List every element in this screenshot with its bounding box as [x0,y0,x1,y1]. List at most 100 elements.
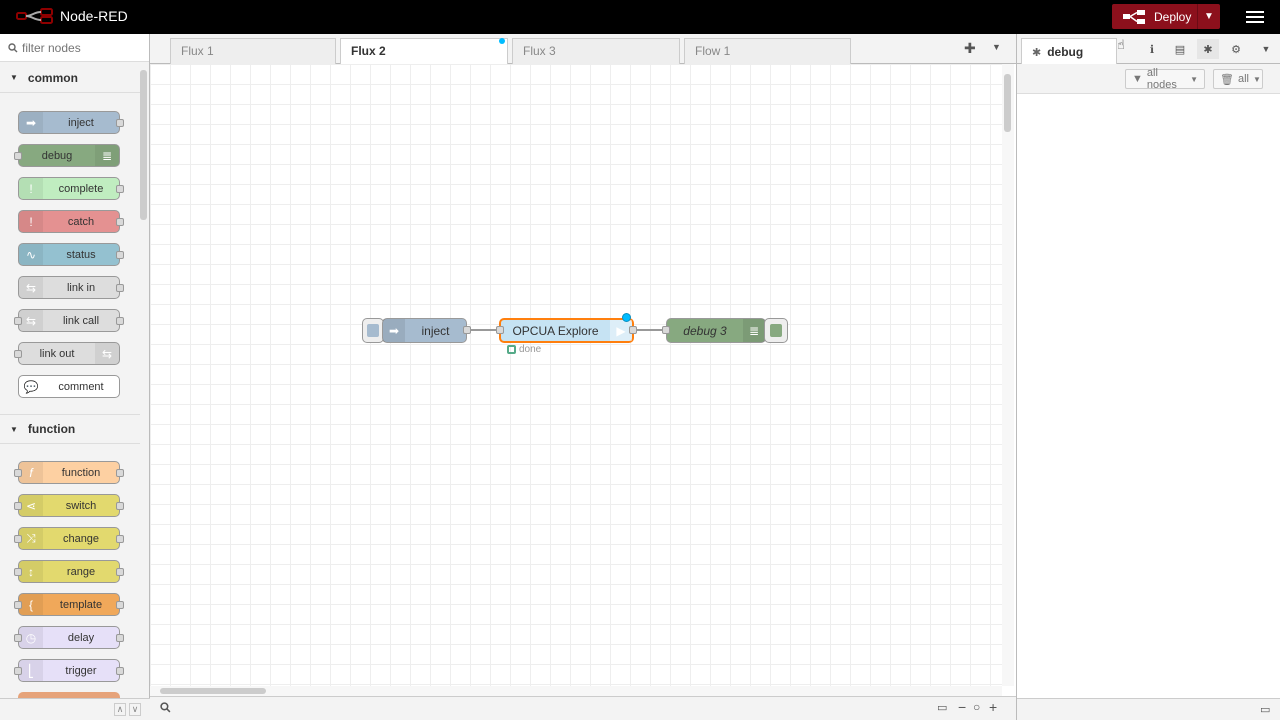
palette-node-catch[interactable]: ! catch [18,210,124,233]
link-icon: ⇆ [19,277,43,298]
filter-icon: ▼ [1132,73,1143,85]
link-icon: ⇆ [95,343,119,364]
palette-node-range[interactable]: ↕ range [14,560,124,583]
trash-icon: 🗑 [1220,73,1234,86]
zoom-out-icon[interactable]: − [958,699,967,715]
link-icon: ⇆ [19,310,43,331]
app-title: Node-RED [60,8,128,24]
trigger-icon: ⎣ [19,660,43,681]
book-icon[interactable]: ▤ [1174,43,1186,56]
palette: ▼ common ➡ inject debug ≣ ! complete ! c… [0,34,150,720]
chevron-down-icon: ▼ [10,73,18,82]
bug-icon: ✱ [1032,46,1042,59]
flow-node-opcua-explore[interactable]: OPCUA Explore ▶ [496,313,637,343]
palette-node-debug[interactable]: debug ≣ [14,144,120,167]
deploy-button[interactable]: Deploy ▼ [1112,4,1220,29]
clear-debug-button[interactable]: 🗑 all ▼ [1213,69,1263,89]
deploy-dropdown-icon[interactable]: ▼ [1204,11,1214,22]
palette-category-common[interactable]: ▼ common [0,63,140,93]
collapse-all-icon[interactable]: ∧ [114,703,126,716]
chevron-down-icon[interactable]: ▼ [1261,44,1271,54]
main-menu-icon[interactable] [1246,8,1264,26]
palette-node-link-call[interactable]: ⇆ link call [14,309,124,332]
exclamation-icon: ! [19,211,43,232]
palette-node-status[interactable]: ∿ status [18,243,124,266]
caret-down-icon: ▼ [1190,74,1198,84]
list-icon: ≣ [95,145,119,166]
caret-down-icon: ▼ [1252,74,1261,84]
chevron-down-icon[interactable]: ▼ [992,42,1001,52]
zoom-reset-icon[interactable]: ○ [973,700,981,714]
logo: Node-RED [16,8,128,24]
palette-node-link-in[interactable]: ⇆ link in [18,276,124,299]
palette-search-input[interactable] [22,40,142,55]
brace-icon: { [19,594,43,615]
tab-flow-1[interactable]: Flow 1 [684,38,851,64]
status-ring-icon [507,345,516,354]
sidebar: ✱ debug ☝ ℹ ▤ ✱ ⚙ ▼ ▼ all nodes ▼ 🗑 all … [1016,34,1280,720]
monitor-icon[interactable]: ▭ [1260,704,1271,716]
node-red-logo-icon [16,8,53,24]
workspace-tabs: Flux 1 Flux 2 Flux 3 Flow 1 ✚ ▼ [150,34,1016,65]
palette-node-change[interactable]: ⤨ change [14,527,124,550]
flow-node-inject[interactable]: ➡ inject [382,318,471,343]
palette-category-function[interactable]: ▼ function [0,414,140,444]
debug-messages [1017,94,1280,698]
bug-icon[interactable]: ✱ [1197,39,1219,59]
zoom-in-icon[interactable]: + [989,699,998,715]
palette-node-trigger[interactable]: ⎣ trigger [14,659,124,682]
palette-node-inject[interactable]: ➡ inject [18,111,124,134]
flow-node-debug[interactable]: debug 3 ≣ [662,318,766,343]
switch-icon: ⋖ [19,495,43,516]
range-icon: ↕ [19,561,43,582]
changed-indicator [622,313,631,322]
comment-icon: 💬 [23,379,39,394]
palette-search [0,34,149,62]
map-icon[interactable]: ▭ [937,702,948,714]
wire[interactable] [634,329,668,331]
sidebar-tabs: ✱ debug ☝ ℹ ▤ ✱ ⚙ ▼ [1017,34,1280,65]
sidebar-footer: ▭ [1017,698,1280,720]
search-icon [8,42,18,52]
sidebar-tab-debug[interactable]: ✱ debug [1021,38,1117,65]
debug-toggle-button[interactable] [764,318,788,343]
arrow-right-icon: ➡ [383,319,405,342]
tab-flux-1[interactable]: Flux 1 [170,38,336,64]
shuffle-icon: ⤨ [19,528,43,549]
tab-flux-2[interactable]: Flux 2 [340,38,508,65]
workspace-footer: ▭ − ○ + [150,696,1016,720]
canvas-horizontal-scrollbar[interactable] [150,686,1002,696]
pulse-icon: ∿ [19,244,43,265]
palette-node-switch[interactable]: ⋖ switch [14,494,124,517]
clock-icon: ◷ [19,627,43,648]
changed-indicator [499,38,505,44]
info-icon[interactable]: ℹ [1149,43,1155,56]
deploy-main[interactable]: Deploy [1112,4,1198,29]
filter-nodes-button[interactable]: ▼ all nodes ▼ [1125,67,1205,91]
palette-footer: ∧ ∨ [0,698,150,720]
palette-node-function[interactable]: f function [14,461,124,484]
workspace-canvas[interactable]: ➡ inject OPCUA Explore ▶ done debug 3 ≣ [150,64,1002,686]
opcua-icon: ▶ [610,320,632,341]
wire[interactable] [466,329,500,331]
palette-node-link-out[interactable]: link out ⇆ [14,342,120,365]
expand-all-icon[interactable]: ∨ [129,703,141,716]
palette-node-partial [18,692,120,698]
deploy-label: Deploy [1154,9,1192,24]
exclamation-icon: ! [19,178,43,199]
list-icon: ≣ [743,319,765,342]
palette-node-complete[interactable]: ! complete [18,177,124,200]
inject-button[interactable] [362,318,384,343]
add-tab-icon[interactable]: ✚ [964,40,976,56]
tab-flux-3[interactable]: Flux 3 [512,38,680,64]
chevron-down-icon: ▼ [10,424,18,434]
palette-node-delay[interactable]: ◷ delay [14,626,124,649]
palette-node-comment[interactable]: 💬 comment [18,375,120,398]
debug-toolbar: ▼ all nodes ▼ 🗑 all ▼ [1017,64,1280,94]
search-flows-icon[interactable] [160,702,171,716]
canvas-vertical-scrollbar[interactable] [1002,64,1014,686]
gear-icon[interactable]: ⚙ [1231,43,1241,56]
palette-node-template[interactable]: { template [14,593,124,616]
function-icon: f [19,462,43,483]
palette-scrollbar[interactable] [140,70,147,220]
